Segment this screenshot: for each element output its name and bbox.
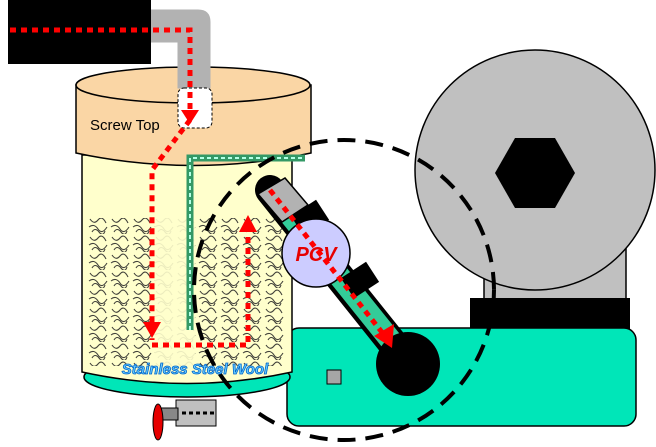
red-drain-valve-icon	[152, 399, 217, 441]
screw-top-label: Screw Top	[90, 117, 160, 134]
base-plate	[286, 327, 637, 427]
dashed-highlight-circle	[192, 138, 496, 442]
engine-black-band	[470, 298, 630, 330]
flow-arrowheads	[143, 110, 394, 348]
base-plate-square	[326, 369, 342, 385]
pcv-label: PCV	[295, 244, 338, 266]
hexagon-nut-icon	[495, 138, 575, 208]
red-dotted-arrow-icon	[10, 27, 390, 348]
engine-assembly	[414, 49, 656, 330]
stainless-steel-wool-label: Stainless Steel Wool	[122, 361, 269, 378]
